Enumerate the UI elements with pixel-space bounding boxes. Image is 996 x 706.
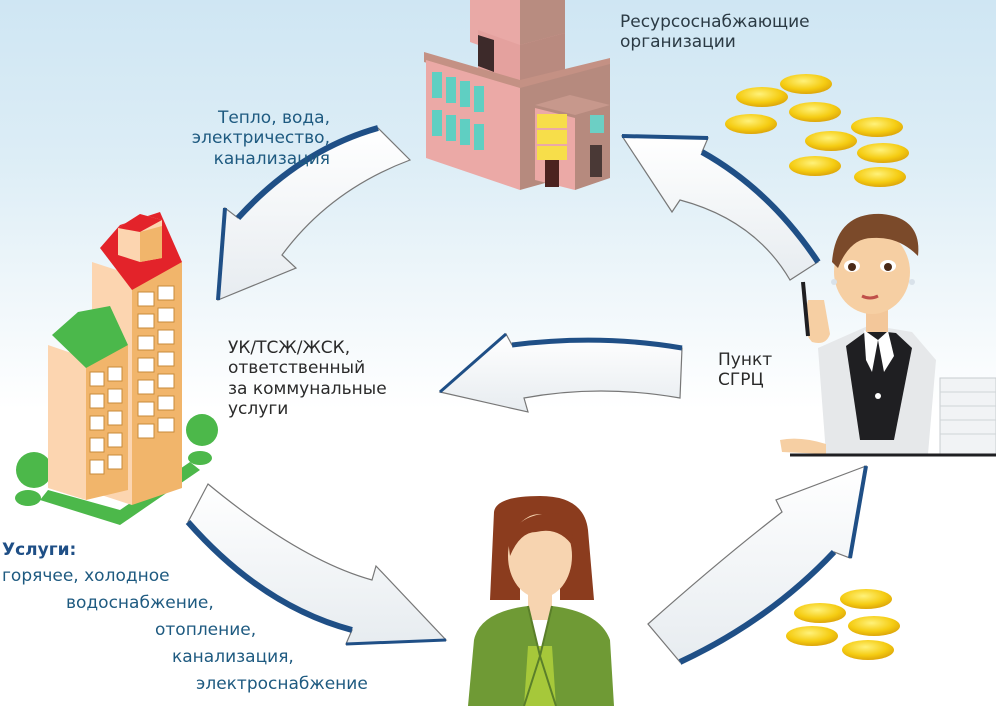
services-list-item: водоснабжение,: [66, 593, 214, 613]
label-line: Пункт: [718, 350, 773, 370]
arrow-services-to-resident: [185, 483, 448, 646]
services-list-item: отопление,: [155, 620, 257, 640]
services-list-item: электроснабжение: [196, 674, 368, 694]
services-title: Услуги:: [2, 540, 77, 560]
services-list-item: канализация,: [172, 647, 294, 667]
label-line: канализация: [213, 148, 330, 169]
label-line: УК/ТСЖ/ЖСК,: [228, 338, 351, 358]
label-line: за коммунальные: [228, 378, 387, 399]
coins-top: [725, 74, 909, 187]
label-line: Ресурсоснабжающие: [620, 12, 810, 32]
resource-organization-building: [424, 0, 610, 190]
arrow-payment-to-suppliers: [620, 134, 821, 281]
label-line: ответственный: [228, 358, 366, 379]
label-line: электричество,: [191, 128, 330, 149]
services-list-item: горячее, холодное: [2, 566, 170, 586]
utilities-supplied-label: Тепло, вода, электричество, канализация: [112, 108, 330, 169]
coins-bottom: [786, 589, 900, 660]
residential-building: [15, 212, 218, 525]
resource-organizations-label: Ресурсоснабжающие организации: [620, 12, 810, 53]
label-line: услуги: [228, 399, 289, 420]
arrow-supply-to-residential: [216, 125, 412, 301]
label-line: СГРЦ: [718, 370, 764, 391]
payment-point-label: Пункт СГРЦ: [718, 350, 772, 391]
arrow-resident-payment: [647, 465, 868, 665]
management-company-label: УК/ТСЖ/ЖСК, ответственный за коммунальны…: [228, 338, 387, 420]
payment-point-clerk: [780, 213, 996, 457]
arrow-payment-to-management: [438, 332, 683, 413]
label-line: организации: [620, 32, 736, 53]
label-line: Тепло, вода,: [217, 108, 330, 128]
resident-woman: [468, 496, 614, 706]
